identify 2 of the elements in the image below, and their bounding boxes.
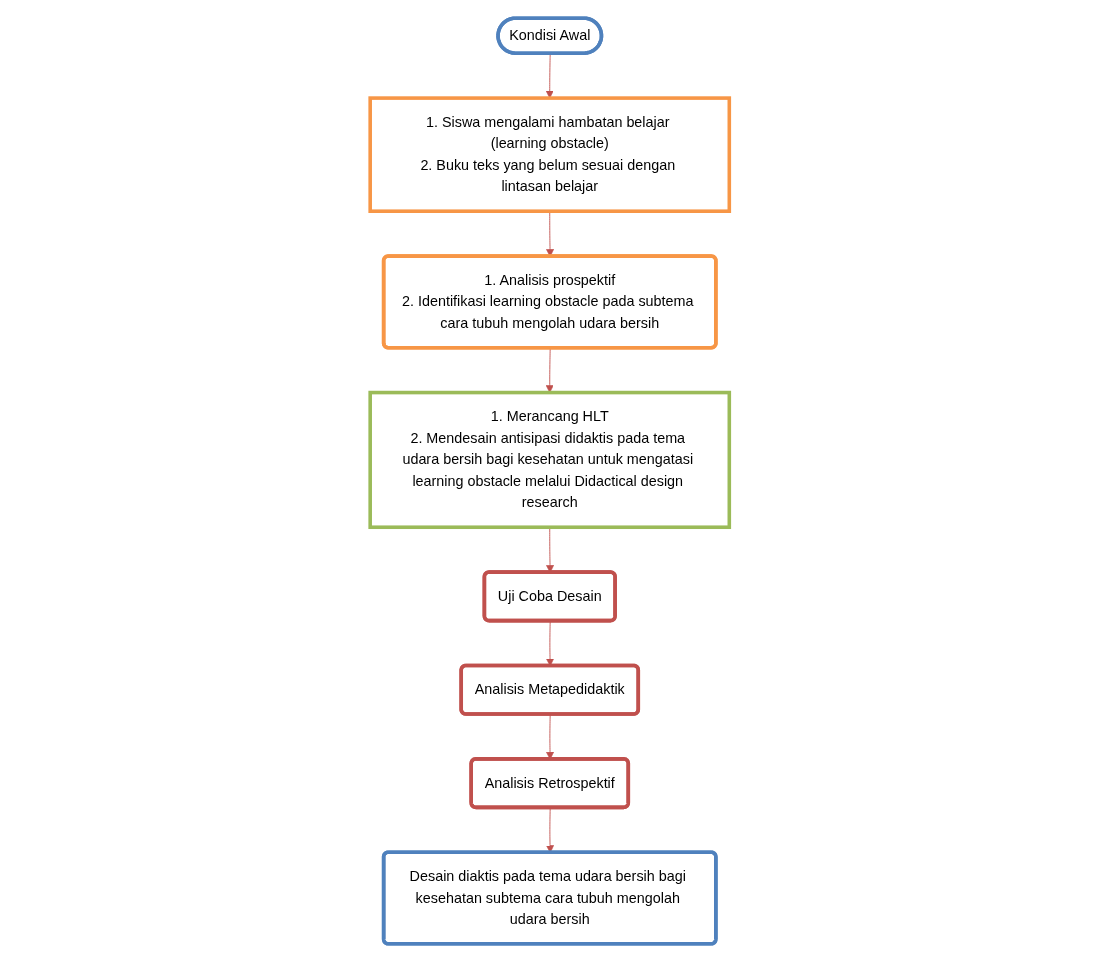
node-box: 1. Siswa mengalami hambatan belajar (learning obstacle) 2. Buku teks yang belum sesuai dengan lintasan belajar <box>368 95 731 213</box>
node-box: 1. Merancang HLT 2. Mendesain antisipasi didaktis pada tema udara bersih bagi kesehatan untuk mengatasi learning obstacle melalui Didactical design research <box>368 390 731 529</box>
